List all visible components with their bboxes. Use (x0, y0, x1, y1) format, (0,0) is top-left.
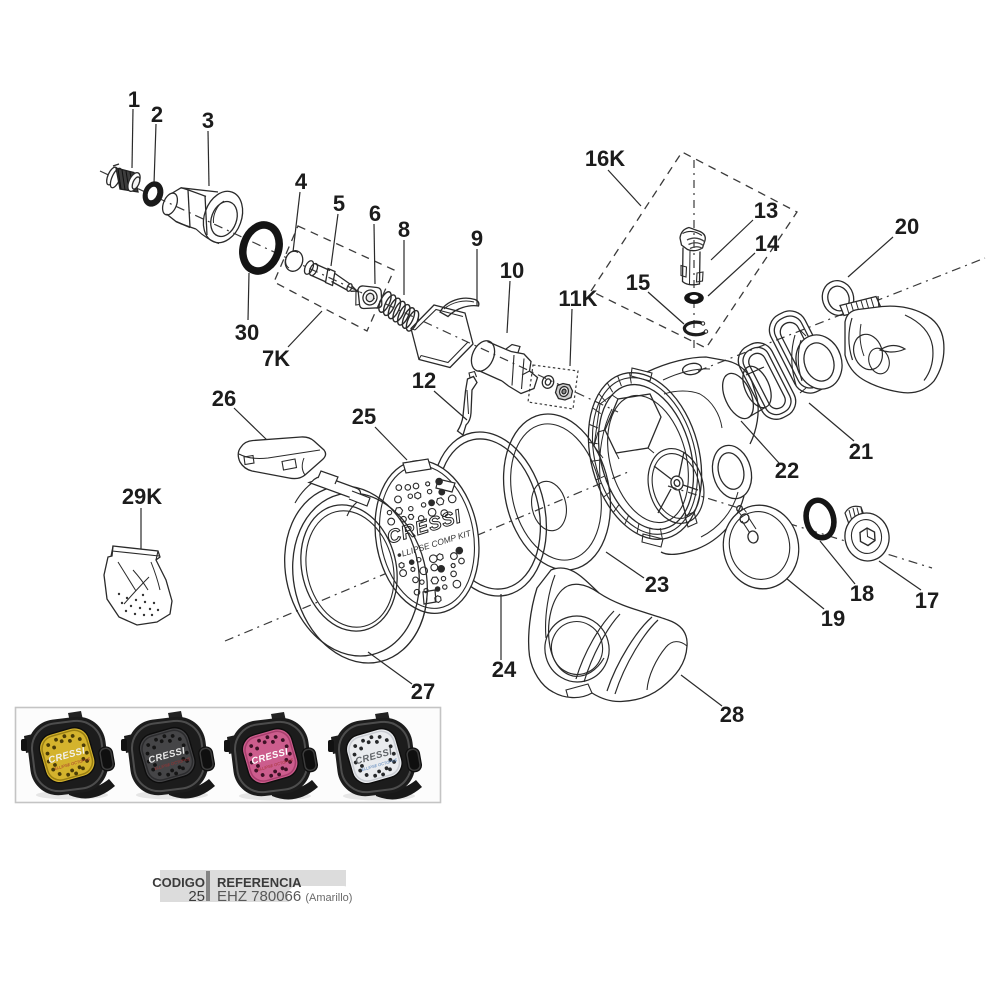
svg-text:9: 9 (471, 226, 483, 251)
svg-text:2: 2 (151, 102, 163, 127)
svg-text:8: 8 (398, 217, 410, 242)
svg-text:24: 24 (492, 657, 517, 682)
svg-text:30: 30 (235, 320, 259, 345)
svg-text:20: 20 (895, 214, 919, 239)
svg-text:1: 1 (128, 87, 140, 112)
svg-text:5: 5 (333, 191, 345, 216)
svg-text:10: 10 (500, 258, 524, 283)
svg-text:12: 12 (412, 368, 436, 393)
svg-text:17: 17 (915, 588, 939, 613)
svg-text:15: 15 (626, 270, 650, 295)
svg-text:21: 21 (849, 439, 873, 464)
svg-text:18: 18 (850, 581, 874, 606)
svg-text:29K: 29K (122, 484, 162, 509)
svg-text:16K: 16K (585, 146, 625, 171)
svg-text:28: 28 (720, 702, 744, 727)
svg-text:14: 14 (755, 231, 780, 256)
svg-text:27: 27 (411, 679, 435, 704)
svg-text:3: 3 (202, 108, 214, 133)
svg-text:6: 6 (369, 201, 381, 226)
svg-text:26: 26 (212, 386, 236, 411)
svg-text:22: 22 (775, 458, 799, 483)
svg-text:13: 13 (754, 198, 778, 223)
svg-text:23: 23 (645, 572, 669, 597)
svg-text:19: 19 (821, 606, 845, 631)
svg-text:25: 25 (352, 404, 376, 429)
svg-text:4: 4 (295, 169, 308, 194)
svg-text:7K: 7K (262, 346, 290, 371)
svg-text:11K: 11K (558, 286, 597, 311)
